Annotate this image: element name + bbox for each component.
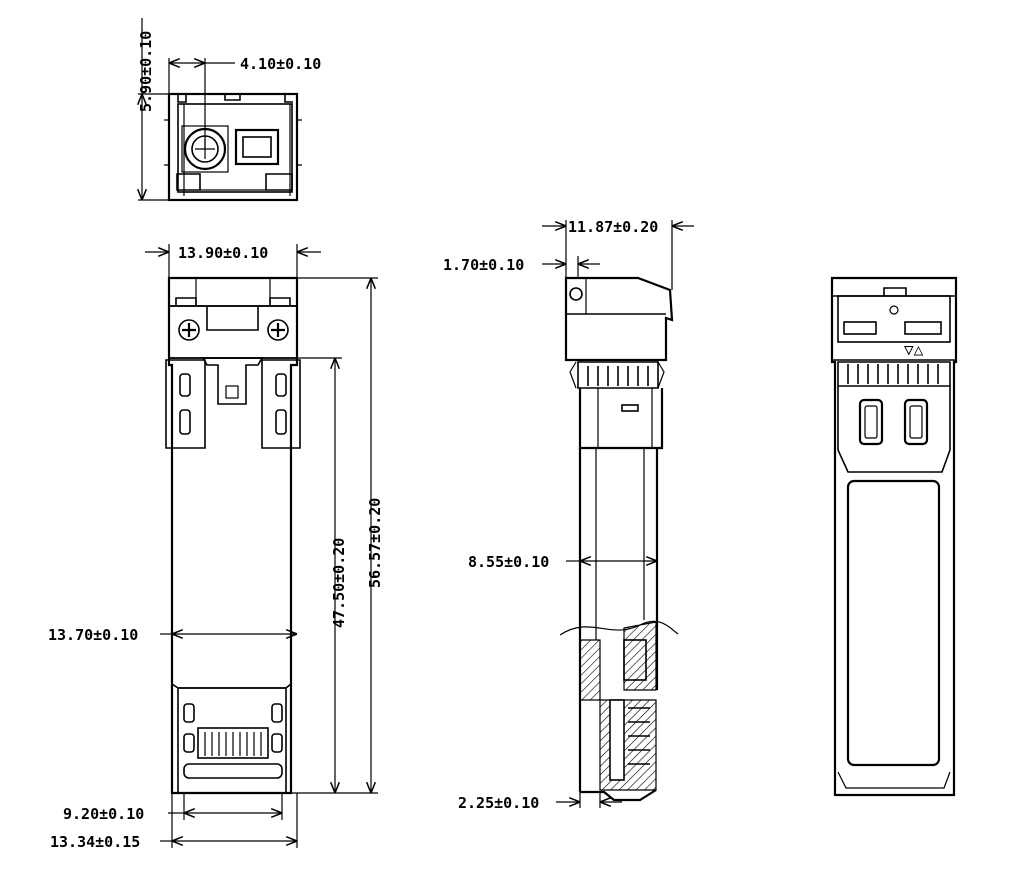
side-dimension-body: 8.55±0.10 xyxy=(468,553,657,571)
dim-side-body: 8.55±0.10 xyxy=(468,553,549,571)
side-dimension-depth: 11.87±0.20 xyxy=(542,218,694,290)
bottom-view: ▽△ xyxy=(830,276,958,797)
dim-length-56: 56.57±0.20 xyxy=(366,498,384,588)
dim-body-width: 13.70±0.10 xyxy=(48,626,138,644)
dim-length-47: 47.50±0.20 xyxy=(330,538,348,628)
dim-side-lip: 1.70±0.10 xyxy=(443,256,524,274)
dim-side-depth: 11.87±0.20 xyxy=(568,218,658,236)
dim-side-bottom: 2.25±0.10 xyxy=(458,794,539,812)
screw-right-icon xyxy=(267,319,289,341)
front-end-view xyxy=(164,92,302,202)
top-dimension-width: 13.90±0.10 xyxy=(145,244,321,278)
top-view xyxy=(165,276,301,795)
label-area xyxy=(846,479,941,767)
dim-front-offset: 4.10±0.10 xyxy=(240,55,321,73)
side-dimension-lip: 1.70±0.10 xyxy=(443,256,600,278)
front-dimension-height: 5.90±0.10 xyxy=(137,18,169,201)
dim-inner-width: 9.20±0.10 xyxy=(63,805,144,823)
side-dimension-bottom: 2.25±0.10 xyxy=(458,792,622,812)
arrow-markers: ▽△ xyxy=(904,340,924,359)
bottom-width-dimensions: 9.20±0.10 13.34±0.15 xyxy=(50,793,298,851)
dim-front-height: 5.90±0.10 xyxy=(137,31,155,112)
body-width-dimension: 13.70±0.10 xyxy=(48,626,297,644)
receiver-port xyxy=(234,128,280,166)
dim-base-width: 13.34±0.15 xyxy=(50,833,140,851)
dim-top-width: 13.90±0.10 xyxy=(178,244,268,262)
length-dimensions: 47.50±0.20 56.57±0.20 xyxy=(291,277,384,794)
front-dimension-offset: 4.10±0.10 xyxy=(168,55,321,149)
screw-left-icon xyxy=(178,319,200,341)
side-view xyxy=(559,276,679,802)
